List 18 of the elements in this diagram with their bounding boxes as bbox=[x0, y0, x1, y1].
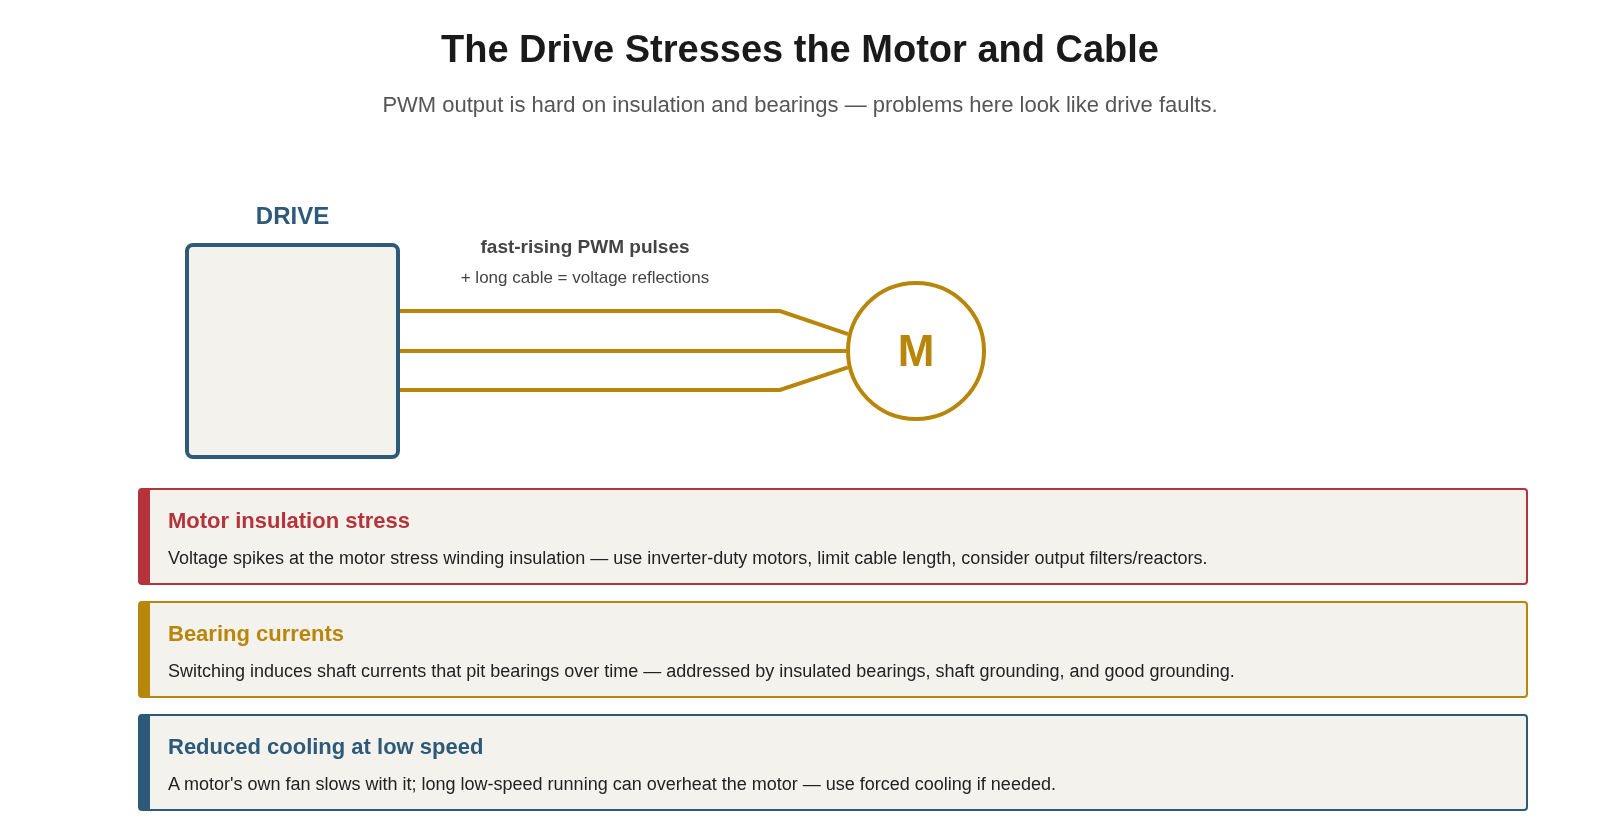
drive-label: DRIVE bbox=[255, 202, 330, 229]
title: The Drive Stresses the Motor and Cable bbox=[441, 28, 1159, 70]
card-heading: Bearing currents bbox=[168, 621, 345, 647]
info-card bbox=[138, 601, 1528, 698]
cable-note: + long cable = voltage reflections bbox=[460, 268, 710, 287]
card-heading: Motor insulation stress bbox=[168, 508, 411, 534]
card-heading: Reduced cooling at low speed bbox=[168, 734, 484, 760]
card-text: Switching induces shaft currents that pit bearings over time — addressed by insulated bearings, shaft grounding, and good grounding. bbox=[168, 661, 1235, 682]
cable-line bbox=[400, 349, 846, 353]
card-text: A motor's own fan slows with it; long low-speed running can overheat the motor — use forced cooling if needed. bbox=[168, 774, 1056, 795]
card-text: Voltage spikes at the motor stress winding insulation — use inverter-duty motors, limit cable length, consider output filters/reactors. bbox=[168, 548, 1208, 569]
cable-label: fast-rising PWM pulses bbox=[480, 236, 690, 257]
subtitle: PWM output is hard on insulation and bearings — problems here look like drive faults. bbox=[382, 92, 1218, 117]
cable-line bbox=[400, 365, 849, 392]
info-card bbox=[138, 488, 1528, 585]
motor-circle: M bbox=[846, 281, 986, 421]
cable-line bbox=[400, 309, 849, 337]
info-card bbox=[138, 714, 1528, 811]
